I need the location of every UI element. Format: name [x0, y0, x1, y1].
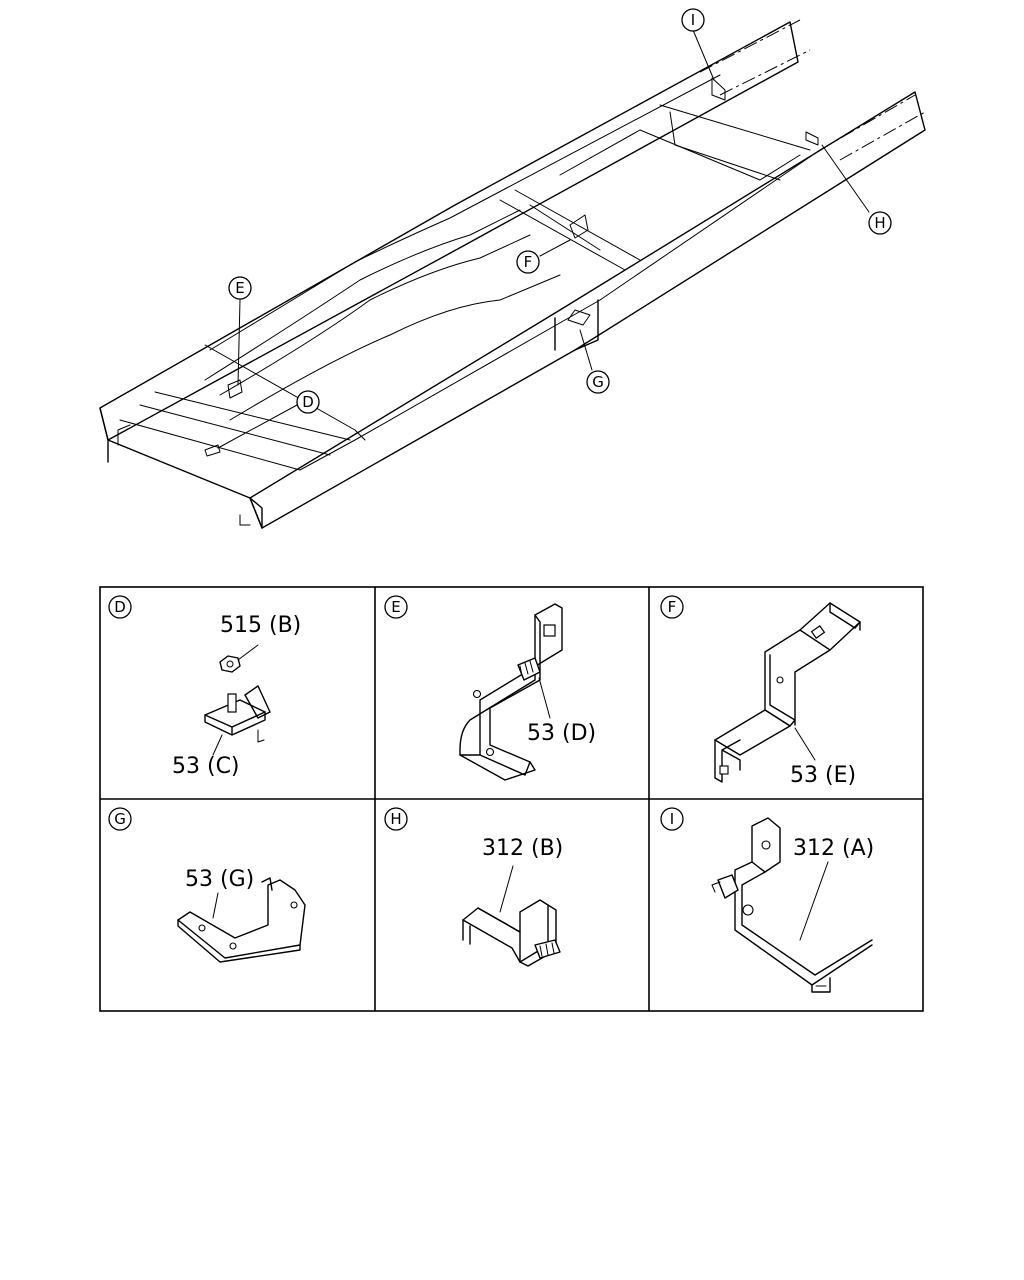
bracket-f-drawing: [714, 602, 861, 783]
part-53-g: 53 (G): [185, 867, 254, 892]
bracket-i-drawing: [711, 817, 873, 993]
svg-text:D: D: [302, 393, 314, 411]
svg-text:G: G: [114, 810, 126, 828]
callout-f[interactable]: F: [516, 250, 540, 274]
svg-text:D: D: [114, 598, 126, 616]
callout-i[interactable]: I: [681, 8, 705, 32]
panel-e-label: E: [384, 595, 408, 619]
part-312-a: 312 (A): [793, 836, 874, 861]
panel-g-label: G: [108, 807, 132, 831]
chassis-frame-drawing: [99, 19, 926, 529]
stud-plate-drawing: [204, 685, 271, 756]
part-312-b: 312 (B): [482, 836, 563, 861]
nut-drawing: [219, 644, 259, 673]
svg-text:F: F: [668, 598, 677, 616]
panel-i-label: I: [660, 807, 684, 831]
panel-i: I 312 (A): [660, 807, 874, 993]
panel-f: F 53 (E): [660, 595, 861, 788]
bracket-g-drawing: [177, 877, 306, 963]
part-53-c: 53 (C): [172, 754, 240, 779]
bracket-e-drawing: [459, 603, 563, 781]
panel-e: E 53 (D): [384, 595, 596, 781]
callout-g[interactable]: G: [586, 370, 610, 394]
panel-h: H 312 (B): [384, 807, 563, 967]
panel-d: D 515 (B) 53 (C): [108, 595, 301, 779]
part-53-d: 53 (D): [527, 721, 596, 746]
bracket-h-drawing: [462, 865, 561, 967]
svg-text:H: H: [390, 810, 401, 828]
callout-d[interactable]: D: [296, 390, 320, 414]
svg-text:E: E: [391, 598, 400, 616]
detail-grid: [99, 586, 924, 1012]
callout-e[interactable]: E: [228, 276, 252, 300]
part-53-e: 53 (E): [790, 763, 856, 788]
panel-h-label: H: [384, 807, 408, 831]
panel-d-label: D: [108, 595, 132, 619]
svg-text:I: I: [670, 810, 674, 828]
panel-f-label: F: [660, 595, 684, 619]
panel-g: G 53 (G): [108, 807, 306, 963]
svg-text:I: I: [691, 11, 695, 29]
svg-text:F: F: [524, 253, 533, 271]
svg-text:H: H: [874, 214, 885, 232]
callout-h[interactable]: H: [868, 211, 892, 235]
part-515-b: 515 (B): [220, 613, 301, 638]
svg-text:G: G: [592, 373, 604, 391]
svg-text:E: E: [235, 279, 244, 297]
